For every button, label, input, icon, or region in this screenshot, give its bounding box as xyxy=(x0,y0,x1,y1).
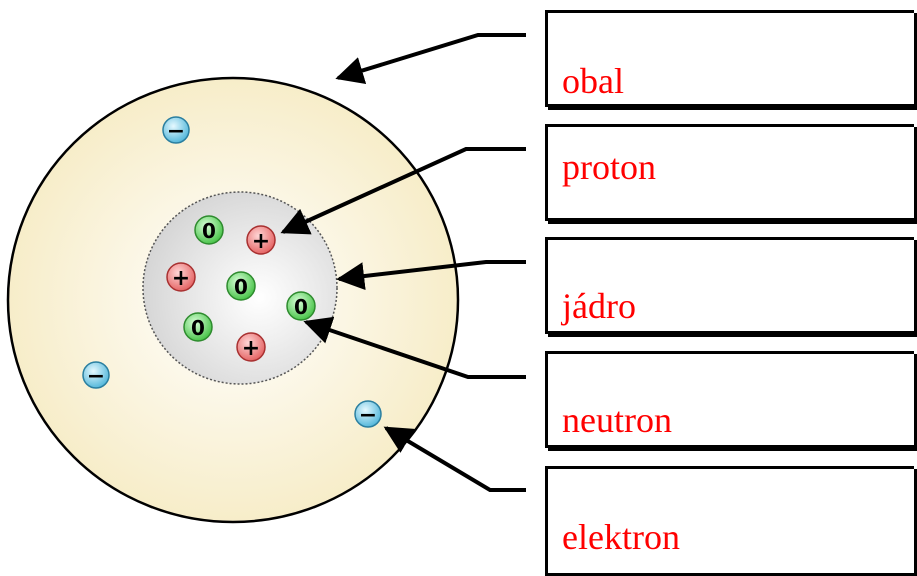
svg-text:0: 0 xyxy=(202,219,216,243)
svg-text:−: − xyxy=(87,364,105,389)
svg-text:+: + xyxy=(172,266,190,291)
proton-icon: + xyxy=(236,332,266,362)
electron-icon: − xyxy=(162,116,190,144)
arrow-icon xyxy=(335,33,526,84)
svg-text:−: − xyxy=(167,119,185,144)
atom-diagram: 0 0 0 0 + + + − − − xyxy=(6,33,526,524)
label-nucleus: jádro xyxy=(562,286,636,326)
arrow-icon xyxy=(336,260,526,291)
label-proton: proton xyxy=(562,147,656,187)
svg-text:−: − xyxy=(359,403,377,428)
neutron-icon: 0 xyxy=(194,215,224,245)
svg-text:+: + xyxy=(242,336,260,361)
label-electron: elektron xyxy=(562,517,680,557)
neutron-icon: 0 xyxy=(183,312,213,342)
label-box-shell: obal xyxy=(545,10,914,107)
electron-icon: − xyxy=(82,361,110,389)
electron-icon: − xyxy=(354,400,382,428)
label-box-proton: proton xyxy=(545,124,914,221)
svg-text:+: + xyxy=(252,229,270,254)
svg-text:0: 0 xyxy=(234,275,248,299)
label-box-neutron: neutron xyxy=(545,351,914,448)
label-neutron: neutron xyxy=(562,400,672,440)
arrow-icon xyxy=(383,426,526,492)
proton-icon: + xyxy=(246,225,276,255)
label-box-nucleus: jádro xyxy=(545,237,914,334)
neutron-icon: 0 xyxy=(226,271,256,301)
label-shell: obal xyxy=(562,61,624,101)
neutron-icon: 0 xyxy=(286,291,316,321)
label-box-electron: elektron xyxy=(545,466,914,576)
arrow-icon xyxy=(280,147,526,235)
proton-icon: + xyxy=(166,262,196,292)
arrow-icon xyxy=(303,316,526,379)
svg-text:0: 0 xyxy=(191,316,205,340)
svg-text:0: 0 xyxy=(294,295,308,319)
